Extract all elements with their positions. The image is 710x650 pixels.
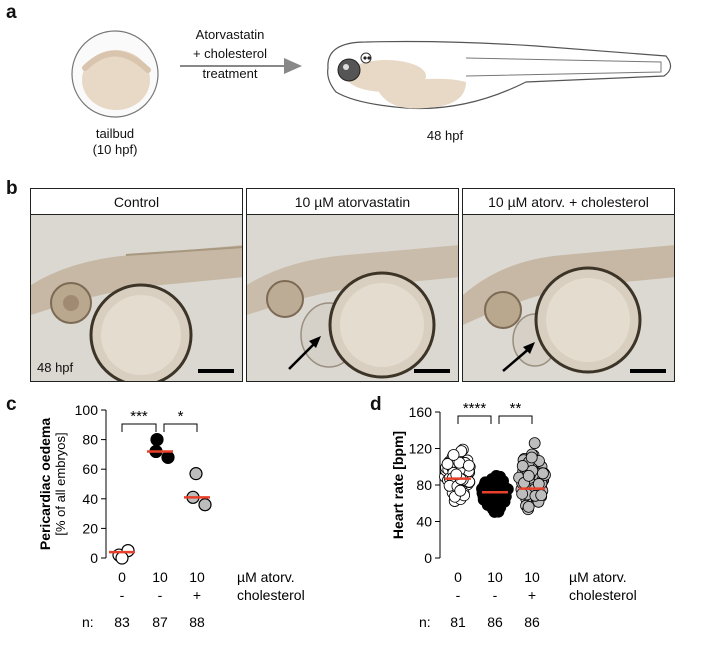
panel-d-letter: d [370, 394, 382, 415]
x-tick-label: 10 [152, 569, 168, 585]
data-point [528, 437, 541, 450]
photo-stage-label: 48 hpf [37, 360, 74, 375]
row-label-cholesterol: cholesterol [569, 587, 637, 603]
significance-label: * [178, 408, 184, 425]
cholesterol-mark: - [493, 587, 498, 603]
photo-atorv-cholesterol [462, 214, 675, 382]
larva-stage-label: 48 hpf [426, 128, 464, 143]
row-label-atorv: µM atorv. [237, 569, 295, 585]
x-tick-label: 10 [189, 569, 205, 585]
treatment-label-1: Atorvastatin [195, 27, 265, 42]
photo-atorvastatin [246, 214, 459, 382]
y-axis-subtitle: [% of all embryos] [53, 432, 68, 535]
photo-header-control: Control [30, 188, 243, 214]
data-point [516, 487, 529, 500]
y-tick-label: 80 [416, 477, 432, 493]
cholesterol-mark: - [120, 587, 125, 603]
x-tick-label: 10 [524, 569, 540, 585]
y-tick-label: 160 [409, 404, 433, 420]
data-point [491, 501, 503, 514]
tailbud-label: tailbud [95, 126, 135, 141]
tailbud-embryo-illustration [71, 30, 159, 118]
cholesterol-mark: + [193, 587, 201, 603]
oedema-arrow [502, 342, 535, 372]
panel-c-letter: c [6, 394, 17, 415]
y-axis-title: Pericardiac oedema [37, 418, 53, 551]
treatment-arrow [180, 58, 302, 74]
significance-bracket [163, 423, 198, 432]
data-point [535, 489, 548, 502]
data-point [161, 450, 175, 464]
cholesterol-mark: + [528, 587, 536, 603]
scale-bar [414, 369, 450, 373]
tailbud-time-label: (10 hpf) [92, 142, 138, 157]
x-tick-label: 0 [118, 569, 126, 585]
significance-label: ** [510, 400, 522, 417]
photo-header-atorv-cholesterol: 10 µM atorv. + cholesterol [462, 188, 675, 214]
larva-48hpf-illustration [327, 40, 672, 110]
y-tick-label: 0 [90, 550, 98, 566]
y-tick-label: 20 [82, 520, 98, 536]
photo-header-atorvastatin: 10 µM atorvastatin [246, 188, 459, 214]
n-value: 88 [189, 614, 205, 630]
panel-a-letter: a [6, 2, 17, 23]
y-tick-label: 0 [424, 550, 432, 566]
row-label-atorv: µM atorv. [569, 569, 627, 585]
y-axis-title: Heart rate [bpm] [390, 431, 406, 539]
y-tick-label: 60 [82, 461, 98, 477]
x-tick-label: 0 [454, 569, 462, 585]
y-tick-label: 40 [82, 491, 98, 507]
significance-bracket [121, 423, 157, 432]
cholesterol-mark: - [158, 587, 163, 603]
panel-b-letter: b [6, 178, 18, 199]
data-point [454, 484, 467, 497]
n-value: 81 [450, 614, 466, 630]
scale-bar [630, 369, 666, 373]
cholesterol-mark: - [456, 587, 461, 603]
data-point [115, 551, 129, 565]
y-tick-label: 80 [82, 432, 98, 448]
y-tick-label: 120 [409, 441, 433, 457]
n-value: 86 [524, 614, 540, 630]
data-point [447, 449, 460, 461]
data-point [537, 467, 549, 480]
data-point [189, 467, 203, 481]
data-point [441, 458, 454, 470]
significance-bracket [457, 415, 492, 424]
data-point [450, 468, 463, 481]
n-label: n: [82, 614, 94, 630]
y-tick-label: 100 [75, 402, 99, 418]
data-point [198, 498, 212, 512]
n-value: 87 [152, 614, 168, 630]
treatment-label-3: treatment [202, 66, 258, 81]
scale-bar [198, 369, 234, 373]
y-tick-label: 40 [416, 514, 432, 530]
data-point [522, 500, 535, 513]
data-point [525, 451, 538, 464]
significance-label: *** [130, 408, 148, 425]
treatment-label-2: + cholesterol [192, 46, 268, 61]
row-label-cholesterol: cholesterol [237, 587, 305, 603]
photo-control: 48 hpf [30, 214, 243, 382]
data-point [516, 460, 529, 472]
n-value: 83 [114, 614, 130, 630]
data-point [522, 469, 535, 482]
n-value: 86 [487, 614, 503, 630]
data-point [497, 479, 509, 492]
n-label: n: [419, 614, 431, 630]
data-point [462, 459, 475, 472]
data-point [150, 432, 164, 447]
significance-bracket [498, 415, 533, 424]
significance-label: **** [463, 400, 487, 417]
x-tick-label: 10 [487, 569, 503, 585]
oedema-arrow [288, 336, 321, 370]
